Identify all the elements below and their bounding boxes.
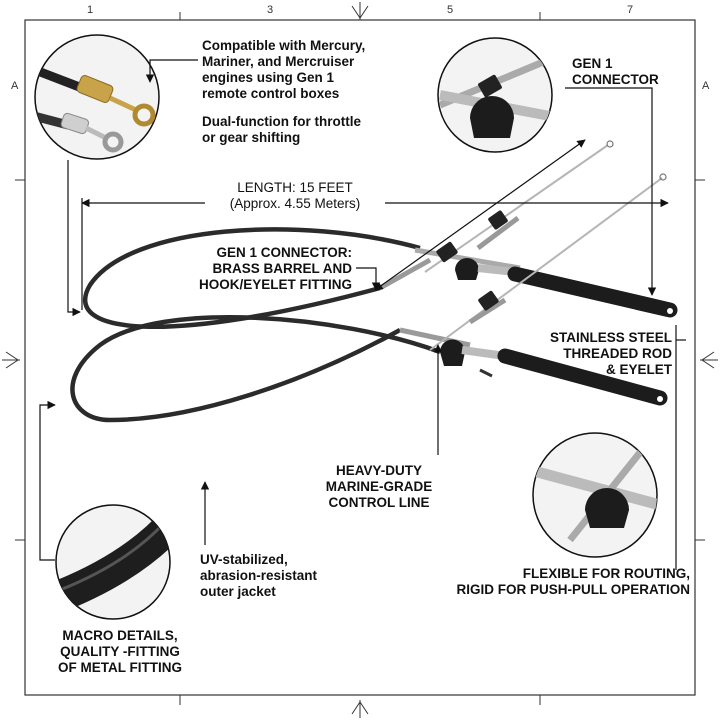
callout-stainless: STAINLESS STEEL THREADED ROD & EYELET — [540, 330, 672, 378]
callout-line: HOOK/EYELET FITTING — [198, 277, 352, 292]
callout-macro-details: MACRO DETAILS, QUALITY -FITTING OF METAL… — [50, 628, 190, 676]
callout-uv-stabilized: UV-stabilized, abrasion-resistant outer … — [200, 552, 360, 600]
callout-line: LENGTH: 15 FEET — [237, 180, 353, 195]
callout-gen1-connector: GEN 1 CONNECTOR — [572, 56, 682, 88]
callout-line: HEAVY-DUTY — [335, 463, 422, 478]
callout-line: CONTROL LINE — [328, 495, 430, 510]
inset-routing-clamp — [532, 432, 658, 558]
callout-line: CONNECTOR — [572, 72, 659, 87]
ruler-label-right-a: A — [702, 80, 710, 92]
callout-flexible: FLEXIBLE FOR ROUTING, RIGID FOR PUSH-PUL… — [440, 566, 690, 598]
callout-line: OF METAL FITTING — [58, 660, 182, 675]
callout-line: UV-stabilized, — [200, 552, 288, 567]
callout-line: GEN 1 — [572, 56, 613, 71]
ruler-label-5: 5 — [447, 4, 454, 16]
callout-line: GEN 1 CONNECTOR: — [216, 245, 352, 260]
callout-line: engines using Gen 1 — [202, 70, 335, 85]
callout-line: BRASS BARREL AND — [212, 261, 352, 276]
inset-gen1-connector — [437, 37, 553, 153]
ruler-ticks — [15, 12, 705, 705]
callout-line: & EYELET — [605, 362, 672, 377]
ruler-label-left-a: A — [11, 80, 19, 92]
callout-line: RIGID FOR PUSH-PULL OPERATION — [456, 582, 690, 597]
callout-line: (Approx. 4.55 Meters) — [229, 196, 361, 211]
callout-gen1-fitting: GEN 1 CONNECTOR: BRASS BARREL AND HOOK/E… — [180, 245, 352, 293]
ruler-label-1: 1 — [87, 4, 94, 16]
callout-line: MACRO DETAILS, — [62, 628, 178, 643]
inset-macro-jacket — [55, 504, 171, 620]
inset-brass-fitting — [34, 34, 160, 160]
cable-assembly-upper — [82, 140, 678, 329]
callout-line: outer jacket — [200, 584, 276, 599]
callout-line: STAINLESS STEEL — [549, 330, 672, 345]
callout-line: or gear shifting — [202, 130, 301, 145]
callout-dual-function: Dual-function for throttle or gear shift… — [202, 114, 402, 146]
callout-line: remote control boxes — [202, 86, 340, 101]
ruler-label-7: 7 — [627, 4, 634, 16]
callout-line: MARINE-GRADE — [325, 479, 433, 494]
callout-compatible: Compatible with Mercury, Mariner, and Me… — [202, 38, 402, 102]
callout-line: Compatible with Mercury, — [202, 38, 366, 53]
callout-line: FLEXIBLE FOR ROUTING, — [522, 566, 690, 581]
callout-line: abrasion-resistant — [200, 568, 318, 583]
callout-line: QUALITY -FITTING — [60, 644, 180, 659]
callout-line: Dual-function for throttle — [202, 114, 361, 129]
callout-line: Mariner, and Mercruiser — [202, 54, 355, 69]
ruler-label-3: 3 — [267, 4, 274, 16]
callout-heavy-duty: HEAVY-DUTY MARINE-GRADE CONTROL LINE — [318, 463, 440, 511]
cable-assembly-lower — [70, 173, 668, 423]
callout-line: THREADED ROD — [563, 346, 672, 361]
callout-length: LENGTH: 15 FEET (Approx. 4.55 Meters) — [205, 180, 385, 212]
